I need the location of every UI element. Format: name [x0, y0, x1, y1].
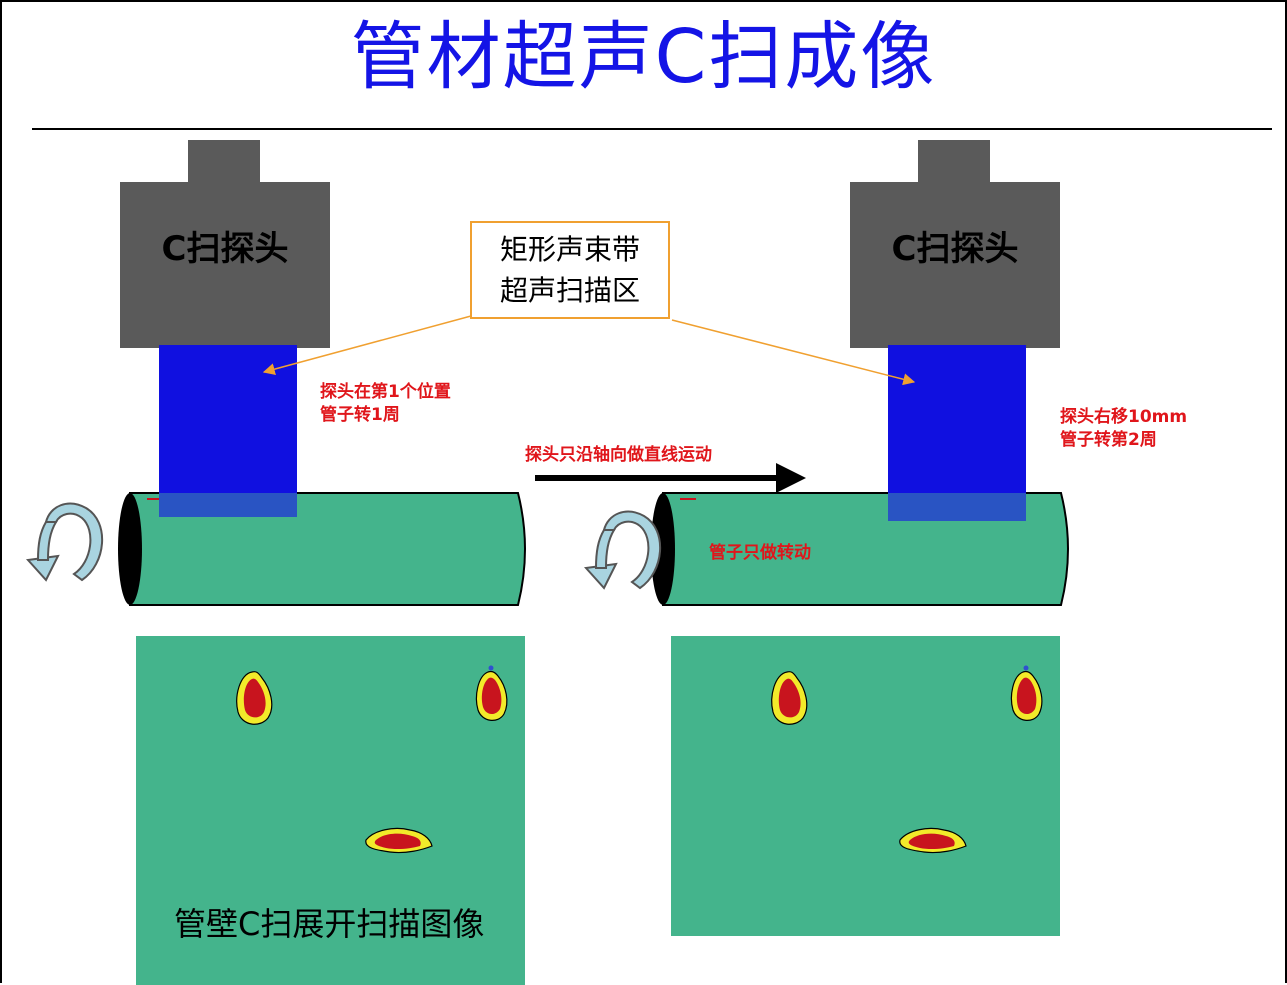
- scan-image-caption: 管壁C扫展开扫描图像: [174, 905, 484, 943]
- rotation-arrow-icon: [583, 510, 661, 590]
- right-probe-label: C扫探头: [892, 229, 1019, 269]
- defect: [1010, 665, 1043, 721]
- left-probe-label: C扫探头: [162, 229, 289, 269]
- left-scan-image: 管壁C扫展开扫描图像: [136, 636, 525, 985]
- left-pipe-body: [129, 492, 526, 606]
- right-probe-connector: [918, 140, 990, 184]
- title-divider: [32, 128, 1272, 130]
- left-pipe-end: [118, 493, 142, 605]
- right-scan-image: [671, 636, 1060, 936]
- left-probe: C扫探头: [120, 140, 330, 348]
- left-probe-connector: [188, 140, 260, 184]
- callout-pointer-right: [671, 319, 916, 386]
- rotation-arrow-icon: [25, 502, 103, 582]
- defect: [236, 671, 273, 725]
- left-probe-body: [120, 182, 330, 348]
- left-beam-footprint: [159, 493, 297, 517]
- callout-line2: 超声扫描区: [500, 274, 640, 307]
- defect: [899, 827, 967, 854]
- left-pipe: [118, 492, 526, 606]
- left-position-line1: 探头在第1个位置: [320, 381, 451, 402]
- right-probe-body: [850, 182, 1060, 348]
- left-scan-panel: [136, 636, 525, 985]
- axial-motion-label: 探头只沿轴向做直线运动: [525, 444, 712, 465]
- left-position-line2: 管子转1周: [320, 404, 400, 425]
- callout-line1: 矩形声束带: [500, 233, 640, 266]
- page-title: 管材超声C扫成像: [350, 14, 937, 100]
- right-beam-footprint: [888, 493, 1026, 521]
- defect: [365, 827, 433, 854]
- right-pipe-end: [651, 493, 675, 605]
- defect: [771, 671, 808, 725]
- left-beam: [159, 345, 297, 517]
- right-probe: C扫探头: [850, 140, 1060, 348]
- right-scan-panel: [671, 636, 1060, 936]
- right-position-line1: 探头右移10mm: [1060, 406, 1187, 427]
- defect: [475, 665, 508, 721]
- callout-box: [470, 221, 670, 319]
- right-position-line2: 管子转第2周: [1060, 429, 1157, 450]
- callout-pointer-left: [262, 315, 472, 375]
- pipe-rotation-label: 管子只做转动: [709, 542, 811, 563]
